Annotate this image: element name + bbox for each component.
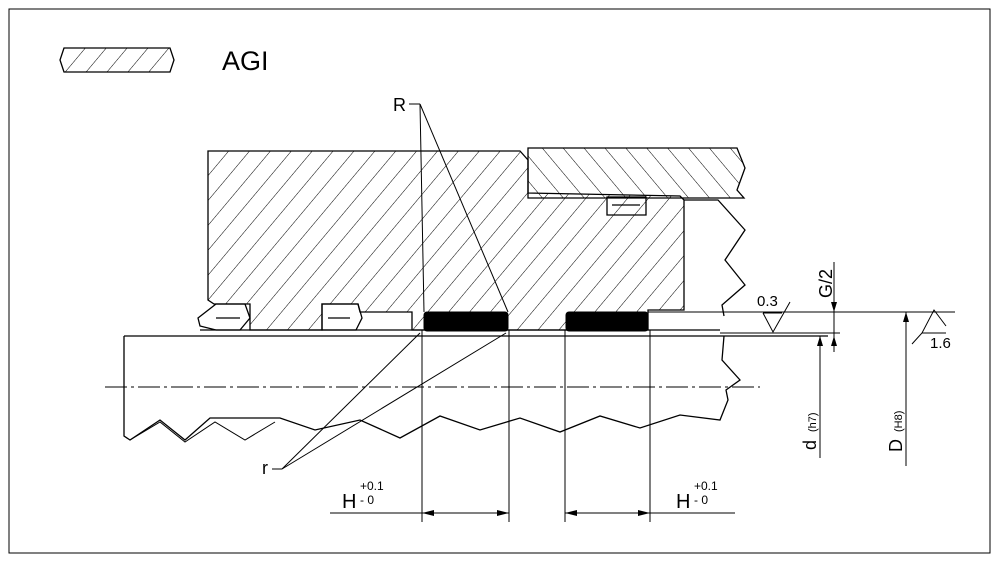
- svg-text:1.6: 1.6: [930, 335, 951, 352]
- seal-element-right: [565, 311, 649, 332]
- svg-text:R: R: [393, 95, 406, 115]
- h-dimension-left: H +0.1 - 0: [330, 479, 509, 516]
- gland-section: [527, 147, 746, 199]
- rod-body: [123, 335, 741, 441]
- legend: AGI: [59, 46, 269, 76]
- D-dimension: D (H8): [886, 312, 909, 466]
- svg-text:r: r: [262, 458, 268, 478]
- seal-element-left: [423, 311, 509, 332]
- rod-break-zigzag: [129, 421, 276, 443]
- guide-ring-small: [321, 303, 363, 331]
- svg-text:0.3: 0.3: [757, 293, 778, 310]
- svg-text:(h7): (h7): [807, 412, 819, 432]
- radius-r-callout: r: [262, 332, 507, 478]
- svg-text:H: H: [676, 491, 690, 513]
- roughness-inner: 0.3: [757, 293, 791, 334]
- svg-text:+0.1: +0.1: [360, 479, 384, 493]
- svg-text:- 0: - 0: [360, 493, 374, 507]
- wiper-seal: [197, 303, 251, 331]
- svg-text:H: H: [342, 491, 356, 513]
- d-dimension: d (h7): [800, 336, 823, 458]
- radius-R-callout: R: [393, 95, 509, 313]
- h-dimension-right: H +0.1 - 0: [565, 479, 735, 516]
- svg-text:- 0: - 0: [694, 493, 708, 507]
- svg-text:(H8): (H8): [893, 411, 905, 432]
- svg-text:G/2: G/2: [816, 269, 836, 298]
- svg-text:D: D: [886, 439, 906, 452]
- svg-text:d: d: [800, 440, 820, 450]
- break-line-upper: [684, 199, 746, 317]
- legend-hatch-swatch: [59, 47, 175, 73]
- gland-o-ring: [606, 196, 647, 216]
- legend-material-label: AGI: [222, 46, 269, 76]
- g-dimension: G/2: [816, 262, 837, 352]
- roughness-outer: 1.6: [911, 309, 951, 352]
- drawing-frame: [8, 8, 991, 554]
- svg-text:+0.1: +0.1: [694, 479, 718, 493]
